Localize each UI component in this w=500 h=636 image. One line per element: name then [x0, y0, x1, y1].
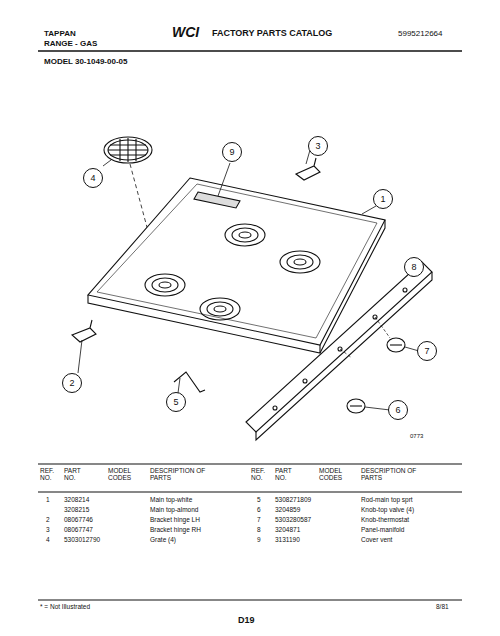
knob-top-valve	[347, 399, 365, 413]
column-header: MODEL CODES	[319, 468, 355, 482]
column-header: PART NO.	[275, 468, 303, 482]
part-description: Grate (4)	[150, 537, 176, 544]
main-top	[88, 178, 385, 353]
callout-circle: 3	[308, 136, 328, 156]
part-description: Bracket hinge LH	[150, 517, 200, 524]
catalog-number: 5995212664	[398, 30, 443, 38]
part-description: Rod-main top sprt	[361, 497, 413, 504]
product-type: RANGE - GAS	[44, 40, 97, 48]
logo: WCI	[172, 25, 199, 40]
part-number: 5303280587	[275, 517, 311, 524]
support-rod	[174, 372, 205, 392]
column-header: PART NO.	[64, 468, 92, 482]
part-number: 08067747	[64, 527, 93, 534]
part-description: Panel-manifold	[361, 527, 404, 534]
manifold-panel	[246, 262, 432, 440]
callout-circle: 7	[417, 341, 437, 361]
drawing-number: 0773	[410, 433, 423, 439]
part-description: Main top-almond	[150, 507, 198, 514]
part-number: 5303012790	[64, 537, 100, 544]
bracket-hinge-rh	[296, 158, 320, 180]
part-number: 08067746	[64, 517, 93, 524]
footnote: * = Not Illustrated	[40, 604, 90, 611]
part-number: 3204871	[275, 527, 300, 534]
part-number: 5308271809	[275, 497, 311, 504]
part-number: 3204859	[275, 507, 300, 514]
column-header: REF. NO.	[251, 468, 273, 482]
part-number: 3208215	[64, 507, 89, 514]
callout-number: 3	[315, 141, 320, 151]
ref-number: 5	[257, 497, 261, 504]
callout-circle: 4	[83, 168, 103, 188]
callout-number: 8	[411, 262, 416, 272]
ref-number: 1	[46, 497, 50, 504]
part-description: Cover vent	[361, 537, 392, 544]
part-description: Knob-thermostat	[361, 517, 409, 524]
column-header: REF. NO.	[40, 468, 62, 482]
ref-number: 2	[46, 517, 50, 524]
bracket-hinge-lh	[72, 320, 96, 342]
ref-number: 6	[257, 507, 261, 514]
callout-number: 2	[69, 378, 74, 388]
callout-circle: 9	[222, 142, 242, 162]
column-header: MODEL CODES	[108, 468, 144, 482]
brand: TAPPAN	[44, 30, 76, 38]
column-header: DESCRIPTION OF PARTS	[150, 468, 212, 482]
knob-thermostat	[387, 338, 405, 352]
ref-number: 4	[46, 537, 50, 544]
callout-number: 7	[424, 346, 429, 356]
callout-number: 9	[229, 147, 234, 157]
callout-number: 6	[395, 405, 400, 415]
callout-circle: 8	[404, 257, 424, 277]
callout-circle: 5	[166, 392, 186, 412]
vent-cover	[194, 192, 240, 208]
ref-number: 3	[46, 527, 50, 534]
ref-number: 9	[257, 537, 261, 544]
page-number: D19	[238, 616, 255, 625]
part-description: Bracket hinge RH	[150, 527, 201, 534]
part-description: Main top-white	[150, 497, 192, 504]
callout-circle: 2	[62, 373, 82, 393]
date-code: 8/81	[436, 604, 449, 611]
part-description: Knob-top valve (4)	[361, 507, 414, 514]
ref-number: 7	[257, 517, 261, 524]
part-number: 3131190	[275, 537, 300, 544]
callout-number: 5	[173, 397, 178, 407]
ref-number: 8	[257, 527, 261, 534]
callout-number: 1	[380, 194, 385, 204]
leader-lines	[78, 150, 419, 410]
model-number: MODEL 30-1049-00-05	[44, 58, 127, 66]
callout-number: 4	[90, 173, 95, 183]
column-header: DESCRIPTION OF PARTS	[361, 468, 423, 482]
callout-circle: 6	[388, 400, 408, 420]
callout-circle: 1	[373, 189, 393, 209]
catalog-title: FACTORY PARTS CATALOG	[212, 29, 332, 38]
part-number: 3208214	[64, 497, 89, 504]
